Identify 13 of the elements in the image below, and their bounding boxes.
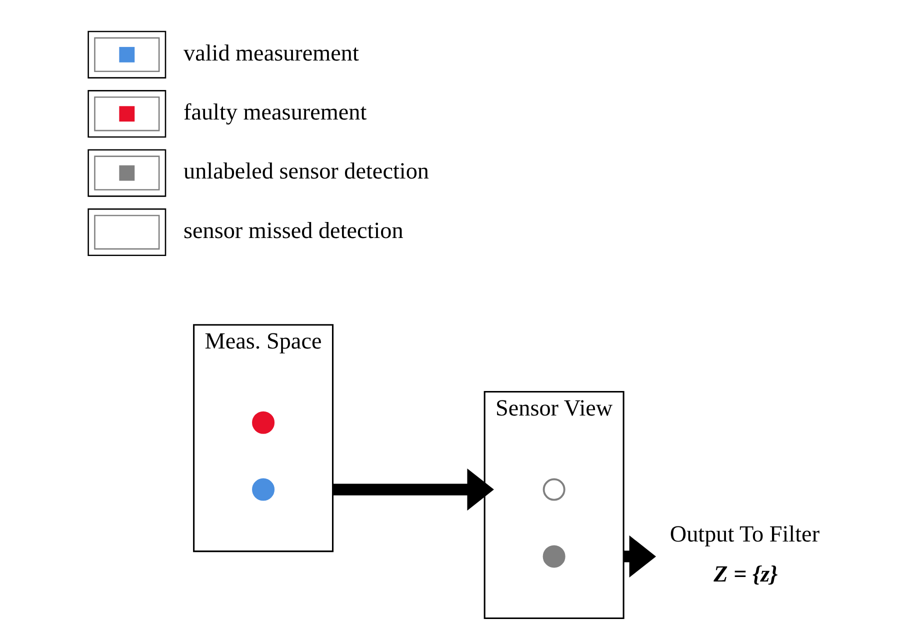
node-circle bbox=[542, 478, 566, 501]
cluster: Sensor View bbox=[484, 391, 624, 619]
legend-label: sensor missed detection bbox=[184, 218, 404, 244]
node-circle bbox=[542, 545, 566, 568]
arrow bbox=[624, 535, 656, 578]
cluster: Meas. Space bbox=[193, 324, 334, 552]
node-circle bbox=[252, 411, 275, 434]
legend-label: valid measurement bbox=[184, 40, 359, 66]
legend-label: unlabeled sensor detection bbox=[184, 158, 429, 185]
node-circle bbox=[252, 478, 275, 501]
legend-label: faulty measurement bbox=[184, 100, 367, 126]
arrow bbox=[332, 468, 494, 511]
node-text: Output To Filter Z = {z} bbox=[670, 522, 820, 588]
